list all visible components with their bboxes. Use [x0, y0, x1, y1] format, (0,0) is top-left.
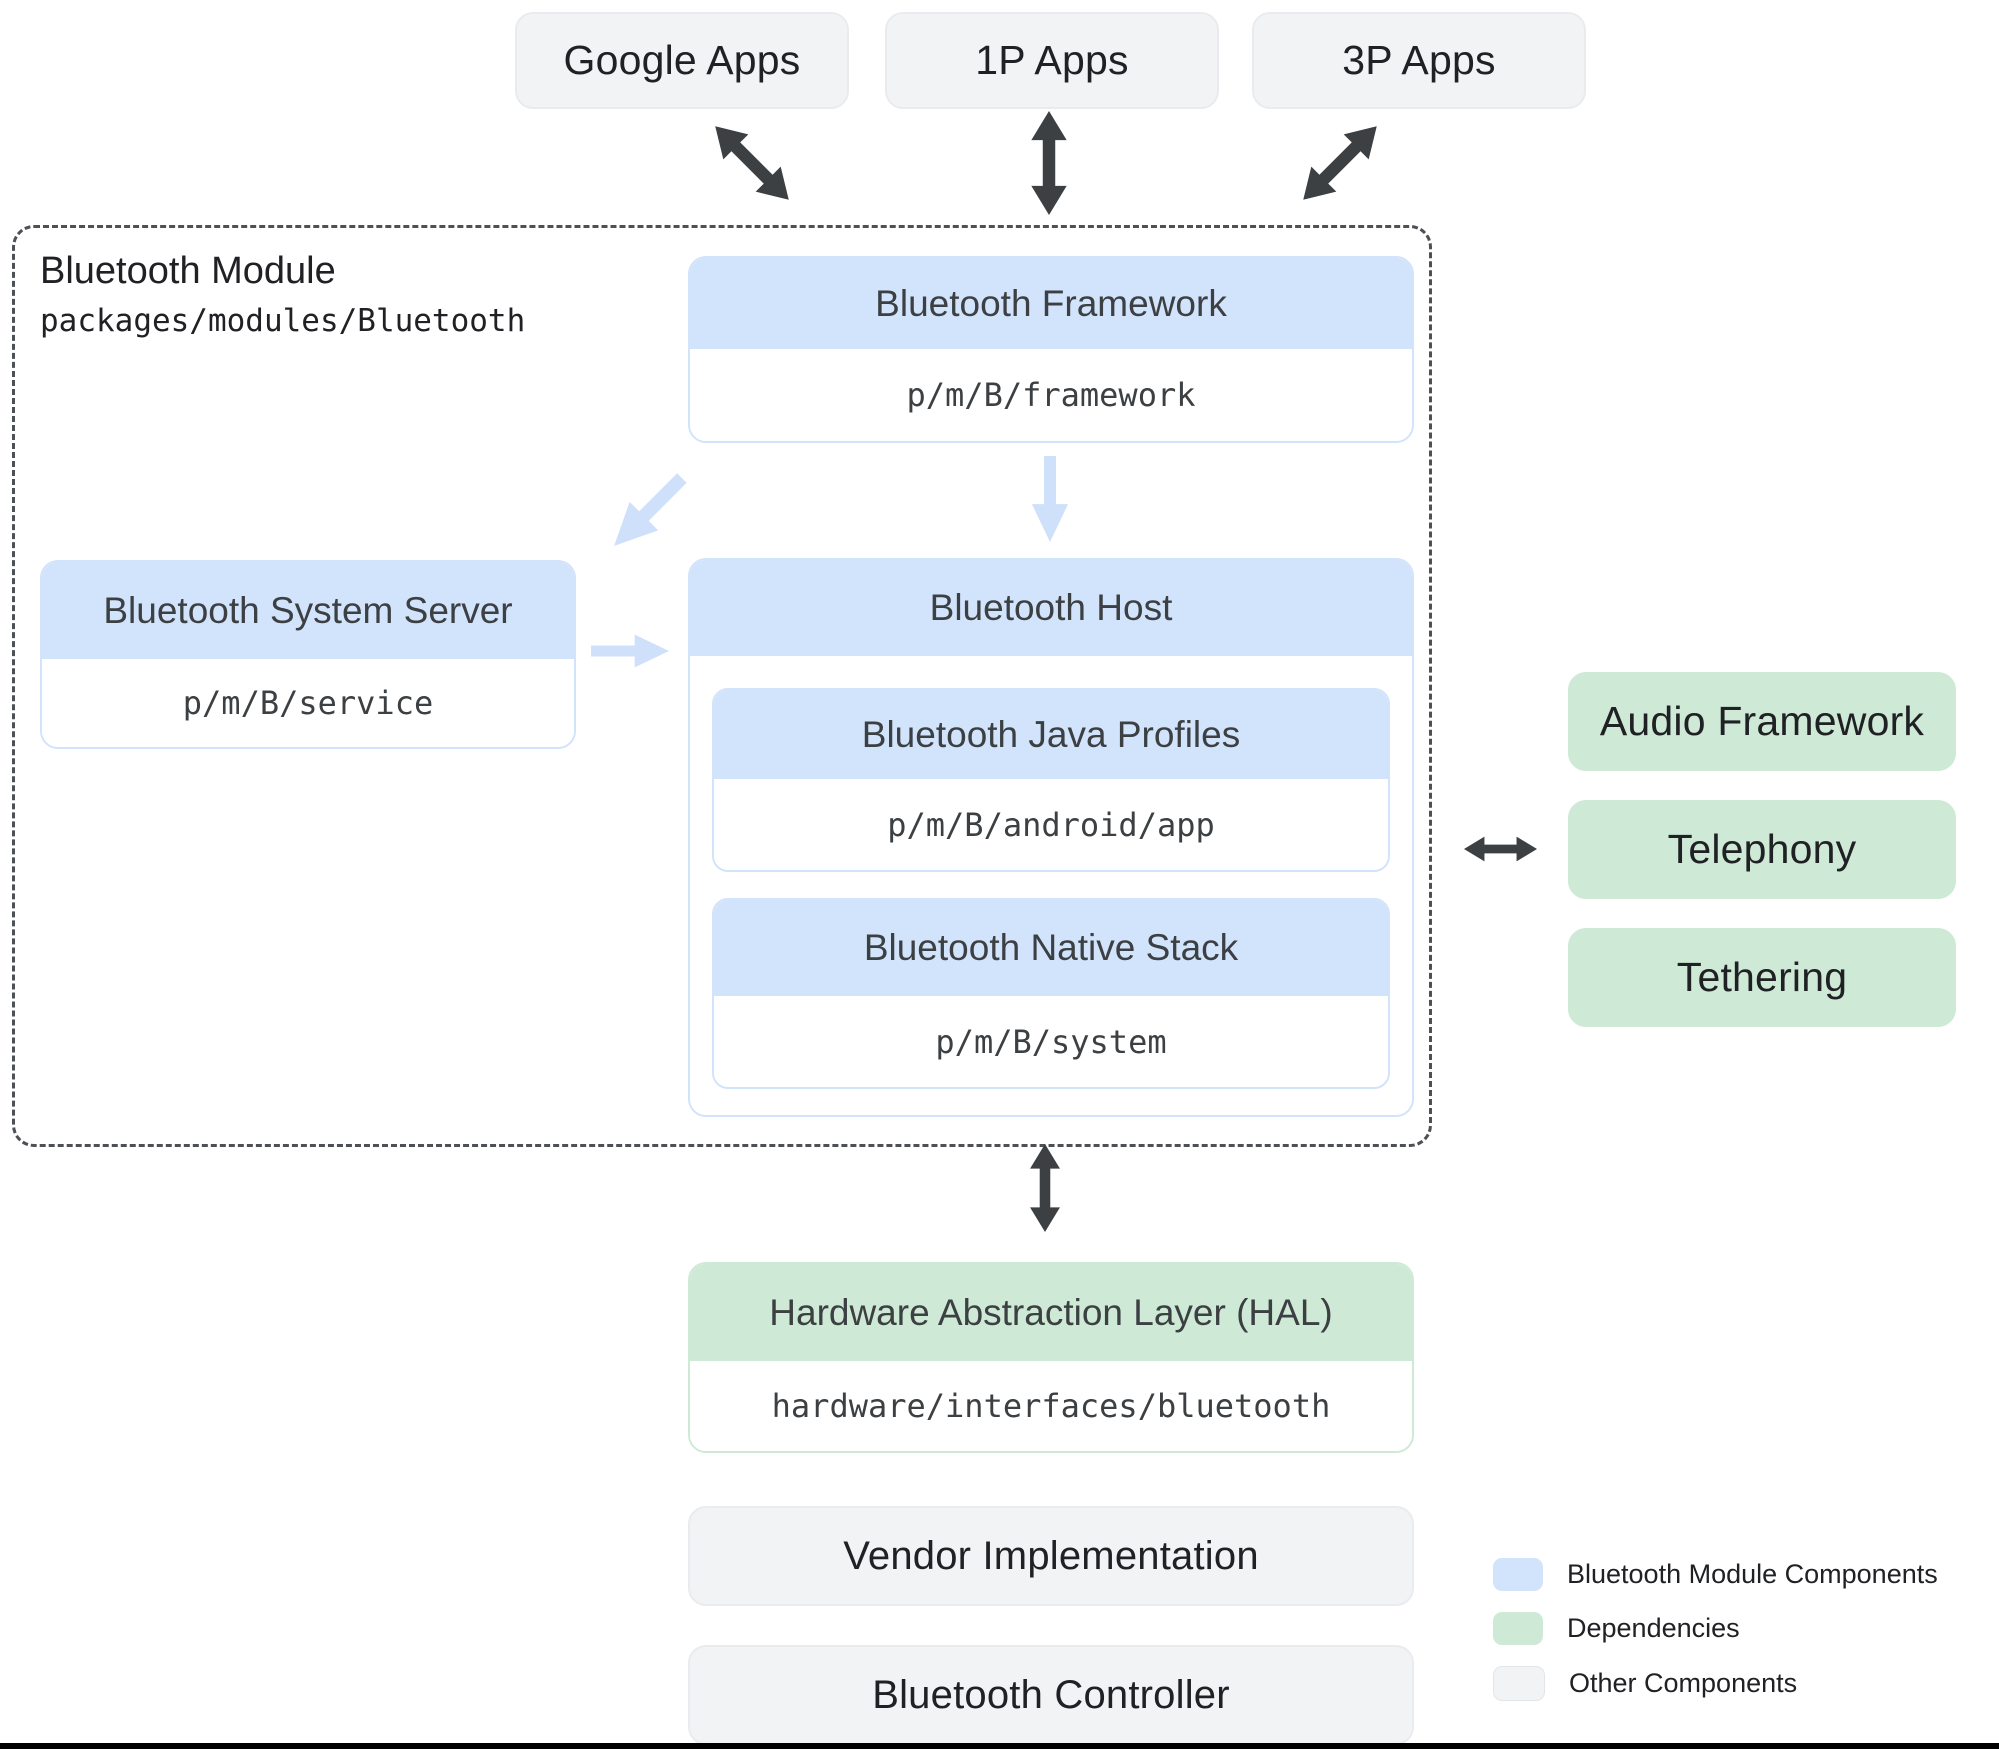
tethering-label: Tethering [1676, 954, 1848, 1000]
first-party-apps-box: 1P Apps [885, 12, 1219, 109]
legend-item-other-components: Other Components [1493, 1666, 1797, 1701]
hal-path: hardware/interfaces/bluetooth [690, 1361, 1412, 1451]
legend-label-module-components: Bluetooth Module Components [1567, 1559, 1938, 1589]
legend-label-dependencies: Dependencies [1567, 1613, 1740, 1643]
telephony-box: Telephony [1568, 800, 1956, 899]
bluetooth-native-stack-path: p/m/B/system [714, 996, 1388, 1087]
hal-box: Hardware Abstraction Layer (HAL) hardwar… [688, 1262, 1414, 1453]
bluetooth-host-box: Bluetooth Host Bluetooth Java Profiles p… [688, 558, 1414, 1117]
bluetooth-module-title: Bluetooth Module [40, 250, 336, 292]
bluetooth-host-title: Bluetooth Host [690, 560, 1412, 656]
legend-swatch-blue [1493, 1558, 1543, 1591]
bluetooth-module-label: Bluetooth Module packages/modules/Blueto… [40, 248, 525, 340]
third-party-apps-bidirectional-arrow-icon [1303, 126, 1377, 200]
bluetooth-module-path: packages/modules/Bluetooth [40, 302, 526, 339]
system-server-to-host-arrow-icon [591, 634, 669, 668]
bluetooth-native-stack-box: Bluetooth Native Stack p/m/B/system [712, 898, 1390, 1089]
bluetooth-framework-path: p/m/B/framework [690, 349, 1412, 441]
tethering-box: Tethering [1568, 928, 1956, 1027]
module-to-hal-bidirectional-arrow-icon [1030, 1144, 1060, 1232]
legend-label-other-components: Other Components [1569, 1668, 1798, 1698]
bluetooth-system-server-path: p/m/B/service [42, 659, 574, 747]
google-apps-label: Google Apps [563, 37, 801, 83]
framework-to-host-arrow-icon [1031, 456, 1069, 542]
bluetooth-native-stack-title: Bluetooth Native Stack [714, 900, 1388, 996]
vendor-implementation-box: Vendor Implementation [688, 1506, 1414, 1606]
first-party-apps-bidirectional-arrow-icon [1031, 111, 1067, 215]
google-apps-box: Google Apps [515, 12, 849, 109]
module-to-dependencies-bidirectional-arrow-icon [1464, 836, 1537, 862]
first-party-apps-label: 1P Apps [975, 37, 1129, 83]
framework-to-system-server-arrow-icon [614, 473, 687, 546]
bluetooth-framework-title: Bluetooth Framework [690, 258, 1412, 349]
vendor-implementation-label: Vendor Implementation [843, 1533, 1259, 1578]
third-party-apps-label: 3P Apps [1342, 37, 1496, 83]
bluetooth-controller-box: Bluetooth Controller [688, 1645, 1414, 1745]
audio-framework-box: Audio Framework [1568, 672, 1956, 771]
bluetooth-framework-box: Bluetooth Framework p/m/B/framework [688, 256, 1414, 443]
bluetooth-controller-label: Bluetooth Controller [872, 1672, 1230, 1717]
hal-title: Hardware Abstraction Layer (HAL) [690, 1264, 1412, 1361]
legend-item-dependencies: Dependencies [1493, 1612, 1740, 1645]
legend-swatch-gray [1493, 1666, 1545, 1701]
screenshot-bottom-edge [0, 1743, 1999, 1749]
legend-item-module-components: Bluetooth Module Components [1493, 1558, 1938, 1591]
bluetooth-module-boundary [12, 225, 1432, 1147]
third-party-apps-box: 3P Apps [1252, 12, 1586, 109]
bluetooth-java-profiles-box: Bluetooth Java Profiles p/m/B/android/ap… [712, 688, 1390, 872]
legend-swatch-green [1493, 1612, 1543, 1645]
google-apps-bidirectional-arrow-icon [715, 126, 789, 200]
bluetooth-system-server-title: Bluetooth System Server [42, 562, 574, 659]
telephony-label: Telephony [1667, 826, 1857, 872]
bluetooth-java-profiles-title: Bluetooth Java Profiles [714, 690, 1388, 779]
bluetooth-system-server-box: Bluetooth System Server p/m/B/service [40, 560, 576, 749]
audio-framework-label: Audio Framework [1599, 698, 1925, 744]
bluetooth-java-profiles-path: p/m/B/android/app [714, 779, 1388, 870]
